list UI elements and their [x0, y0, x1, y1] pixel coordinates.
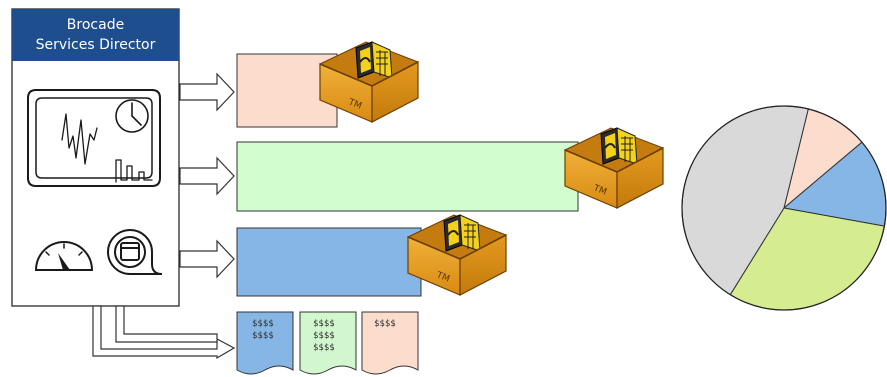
director-title: Brocade Services Director	[12, 9, 179, 61]
license-box-icon: TM	[407, 214, 507, 296]
license-box-icon: TM	[319, 41, 419, 123]
invoice-doc-peach: $$$$	[361, 311, 419, 375]
license-box-icon: TM	[564, 127, 664, 209]
gauge-icon	[34, 241, 94, 271]
billing-arrow	[92, 305, 236, 360]
svg-text:$$$$: $$$$	[252, 331, 274, 341]
svg-text:TM: TM	[591, 183, 608, 198]
invoice-doc-green: $$$$ $$$$ $$$$	[299, 311, 357, 375]
svg-text:$$$$: $$$$	[313, 331, 335, 341]
svg-text:TM: TM	[346, 97, 363, 112]
svg-text:$$$$: $$$$	[374, 319, 396, 329]
browser-dial-icon	[107, 229, 163, 275]
svg-text:TM: TM	[434, 270, 451, 285]
flow-arrow	[179, 239, 235, 279]
usage-bar-medium	[236, 227, 422, 297]
pie-outline	[681, 105, 887, 311]
svg-text:$$$$: $$$$	[252, 319, 274, 329]
revenue-pie	[681, 105, 887, 311]
invoice-doc-blue: $$$$ $$$$	[236, 311, 294, 375]
flow-arrow	[179, 72, 235, 112]
svg-text:$$$$: $$$$	[313, 343, 335, 353]
monitor-icon	[27, 89, 161, 187]
flow-arrow	[179, 156, 235, 196]
director-title-line2: Services Director	[35, 37, 156, 53]
director-title-line1: Brocade	[66, 17, 125, 33]
usage-bar-large	[236, 141, 579, 212]
svg-text:$$$$: $$$$	[313, 319, 335, 329]
